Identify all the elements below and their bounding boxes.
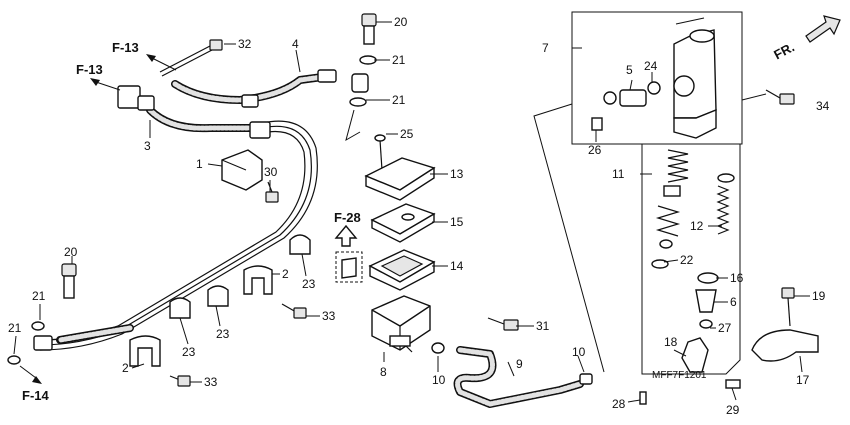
callout-17: 17	[796, 373, 810, 387]
banjo-lower	[7, 263, 77, 365]
callout-8: 8	[380, 365, 387, 379]
callout-25: 25	[400, 127, 414, 141]
reference-labels: F-13 F-13 F-14 F-28 FR. MFF7F1201	[22, 39, 797, 403]
front-direction-label: FR.	[771, 39, 797, 62]
master-cylinder	[571, 11, 819, 405]
callout-33-lower: 33	[204, 375, 218, 389]
callout-31: 31	[536, 319, 550, 333]
callout-15: 15	[450, 215, 464, 229]
callout-32: 32	[238, 37, 252, 51]
callout-20-upper: 20	[394, 15, 408, 29]
bolt-32	[159, 39, 223, 77]
bolt-30	[265, 181, 279, 203]
callout-9: 9	[516, 357, 523, 371]
callout-21-bottom: 21	[8, 321, 22, 335]
callout-16: 16	[730, 271, 744, 285]
reference-f13-lower: F-13	[76, 62, 103, 77]
callout-23-left: 23	[182, 345, 196, 359]
reference-f28: F-28	[334, 210, 361, 225]
callout-13: 13	[450, 167, 464, 181]
callout-20-lower: 20	[64, 245, 78, 259]
reference-f14: F-14	[22, 388, 50, 403]
callout-2-lower: 2	[122, 361, 129, 375]
callout-11: 11	[612, 167, 625, 181]
callout-5: 5	[626, 63, 633, 77]
diagram-code: MFF7F1201	[652, 370, 707, 381]
callout-4: 4	[292, 37, 299, 51]
callout-24: 24	[644, 59, 658, 73]
bolts-33	[169, 303, 307, 387]
clamps	[129, 234, 311, 367]
banjo-upper	[349, 13, 377, 107]
callout-7: 7	[542, 41, 549, 55]
callout-10-right: 10	[572, 345, 586, 359]
callout-23-right: 23	[302, 277, 316, 291]
leader-lines	[13, 17, 810, 403]
callout-34: 34	[816, 99, 830, 113]
callout-6: 6	[730, 295, 737, 309]
callout-30: 30	[264, 165, 278, 179]
callout-21-upper: 21	[392, 53, 406, 67]
hose-9	[431, 342, 593, 408]
callout-10-left: 10	[432, 373, 446, 387]
callout-19: 19	[812, 289, 826, 303]
reservoir-parts	[364, 134, 436, 353]
callout-23-mid: 23	[216, 327, 230, 341]
callout-labels: 20 21 21 25 13 15 14 8 31 10 9 10 32 4 3…	[8, 15, 830, 417]
front-direction-arrow	[805, 15, 841, 43]
callout-12: 12	[690, 219, 704, 233]
brake-lines	[33, 69, 337, 351]
bolt-31	[487, 317, 519, 331]
callout-28: 28	[612, 397, 626, 411]
callout-27: 27	[718, 321, 732, 335]
callout-26: 26	[588, 143, 602, 157]
f28-reference	[334, 224, 363, 283]
callout-1: 1	[196, 157, 203, 171]
callout-33-upper: 33	[322, 309, 336, 323]
callout-29: 29	[726, 403, 740, 417]
callout-14: 14	[450, 259, 464, 273]
clamp-1	[221, 149, 263, 191]
callout-22: 22	[680, 253, 694, 267]
callout-3: 3	[144, 139, 151, 153]
reference-arrows	[19, 54, 177, 384]
callout-18: 18	[664, 335, 678, 349]
callout-21-mid: 21	[392, 93, 406, 107]
callout-2-upper: 2	[282, 267, 289, 281]
reference-f13-upper: F-13	[112, 40, 139, 55]
callout-21-lower: 21	[32, 289, 46, 303]
